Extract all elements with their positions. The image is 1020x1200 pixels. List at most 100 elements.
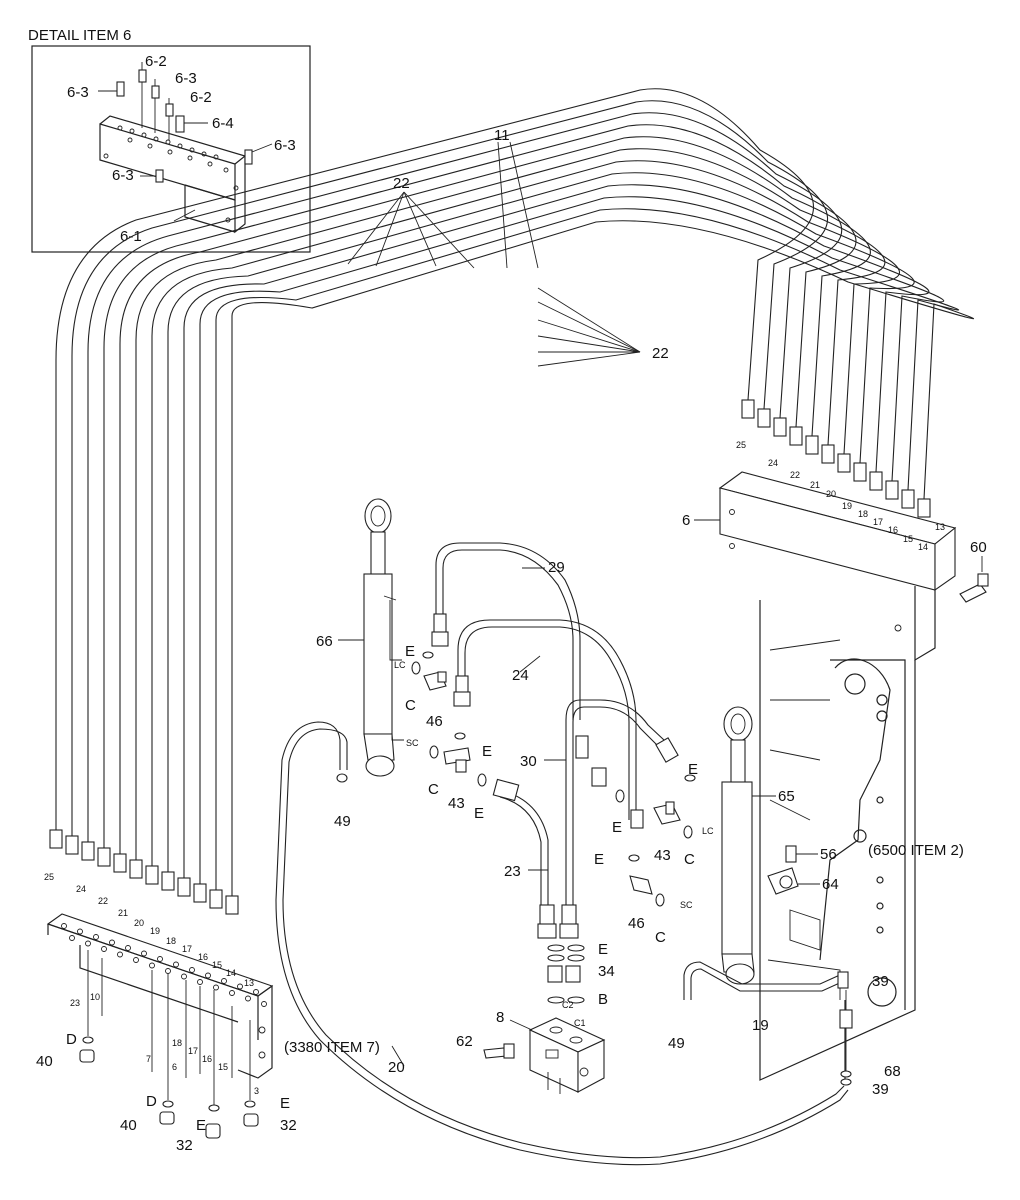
port-hole	[189, 967, 195, 973]
hose-line	[199, 196, 945, 884]
callout-40: 40	[36, 1053, 53, 1070]
port-hole	[229, 990, 235, 996]
callout-43: 43	[448, 795, 465, 812]
port-hole	[85, 940, 91, 947]
port-label: 18	[858, 509, 868, 519]
callout-32: 32	[176, 1137, 193, 1154]
callout-29: 29	[548, 559, 565, 576]
hose-fitting	[901, 489, 915, 509]
port-label: 15	[218, 1062, 228, 1072]
port-hole	[149, 962, 155, 969]
hose-fitting	[757, 408, 771, 428]
port-hole	[77, 928, 83, 935]
machine-frame	[759, 600, 916, 1081]
cylinder-65	[721, 706, 755, 985]
port-hole	[165, 968, 171, 974]
hose-fitting	[225, 895, 239, 915]
callout-11: 11	[494, 127, 510, 144]
callout-46: 46	[426, 713, 443, 730]
port-label: 13	[935, 522, 945, 532]
hose-fitting	[821, 444, 835, 464]
detail-label: 6-3	[67, 84, 89, 101]
hose-fitting	[161, 871, 175, 891]
callout-c: C	[405, 697, 416, 714]
detail-item-6: DETAIL ITEM 6	[28, 27, 311, 253]
hose-bundle	[49, 88, 975, 915]
callout-43: 43	[654, 847, 671, 864]
detail-label: 6-3	[112, 167, 134, 184]
port-hole	[237, 983, 243, 990]
port-hole	[93, 934, 99, 940]
callout-6: 6	[682, 512, 690, 529]
hose-fitting	[741, 399, 755, 419]
callout-66: 66	[316, 633, 333, 650]
callout-20: 20	[388, 1059, 405, 1076]
leader-lines	[347, 141, 641, 367]
callout-e: E	[474, 805, 484, 822]
callout-c: C	[684, 851, 695, 868]
port-hole	[245, 995, 251, 1002]
port-label: 17	[873, 517, 883, 527]
callout-e: E	[594, 851, 604, 868]
hose-line	[215, 208, 960, 890]
port-hole	[117, 951, 123, 958]
right-port-labels: 25 24 22 21 20 19 18 17 16 15 14 13	[736, 440, 945, 552]
hose-fitting	[885, 480, 899, 500]
hose-fitting	[805, 435, 819, 455]
port-label: LC	[394, 660, 406, 670]
manifold-block-6	[718, 471, 957, 662]
callout-e: E	[482, 743, 492, 760]
port-label: 24	[768, 458, 778, 468]
port-hole	[253, 989, 259, 995]
port-label: LC	[702, 826, 714, 836]
port-label: 22	[98, 896, 108, 906]
bolt-60	[959, 573, 989, 603]
port-label: 6	[172, 1062, 177, 1072]
fittings-8	[547, 944, 585, 1004]
port-label: C2	[562, 1000, 574, 1010]
port-label: 14	[226, 968, 236, 978]
fittings-66	[336, 651, 487, 787]
detail-label: 6-2	[145, 53, 167, 70]
callout-30: 30	[520, 753, 537, 770]
detail-label: 6-3	[274, 137, 296, 154]
callout-65: 65	[778, 788, 795, 805]
port-hole	[69, 935, 75, 941]
hose-fitting	[789, 426, 803, 446]
left-drop-lines	[87, 950, 251, 1106]
callout-d: D	[66, 1031, 77, 1048]
port-hole	[101, 946, 107, 952]
left-port-holes	[61, 923, 267, 1007]
hose-fitting	[193, 883, 207, 903]
port-label: SC	[406, 738, 419, 748]
hose-line	[103, 124, 857, 848]
port-hole	[125, 945, 131, 951]
left-fittings	[79, 1036, 259, 1139]
port-label: 15	[903, 534, 913, 544]
port-label: 18	[166, 936, 176, 946]
hose-line	[183, 184, 930, 878]
callout-56: 56	[820, 846, 837, 863]
detail-label: 6-3	[175, 70, 197, 87]
callout-e: E	[280, 1095, 290, 1112]
callout-e: E	[196, 1117, 206, 1134]
detail-label: 6-4	[212, 115, 234, 132]
hose-fitting	[853, 462, 867, 482]
callout-e: E	[688, 761, 698, 778]
port-label: 17	[188, 1046, 198, 1056]
port-label: 21	[810, 480, 820, 490]
port-hole	[213, 984, 219, 991]
port-hole	[173, 961, 179, 968]
port-label: 19	[842, 501, 852, 511]
port-label: 18	[172, 1038, 182, 1048]
port-label: 7	[146, 1054, 151, 1064]
callout-64: 64	[822, 876, 839, 893]
hose-line	[87, 112, 843, 842]
manifold-block-left	[46, 913, 274, 1079]
port-label: 3	[254, 1086, 259, 1096]
hose-line	[151, 160, 900, 866]
port-label: 25	[736, 440, 746, 450]
hose-20	[275, 721, 849, 1166]
port-label: 24	[76, 884, 86, 894]
